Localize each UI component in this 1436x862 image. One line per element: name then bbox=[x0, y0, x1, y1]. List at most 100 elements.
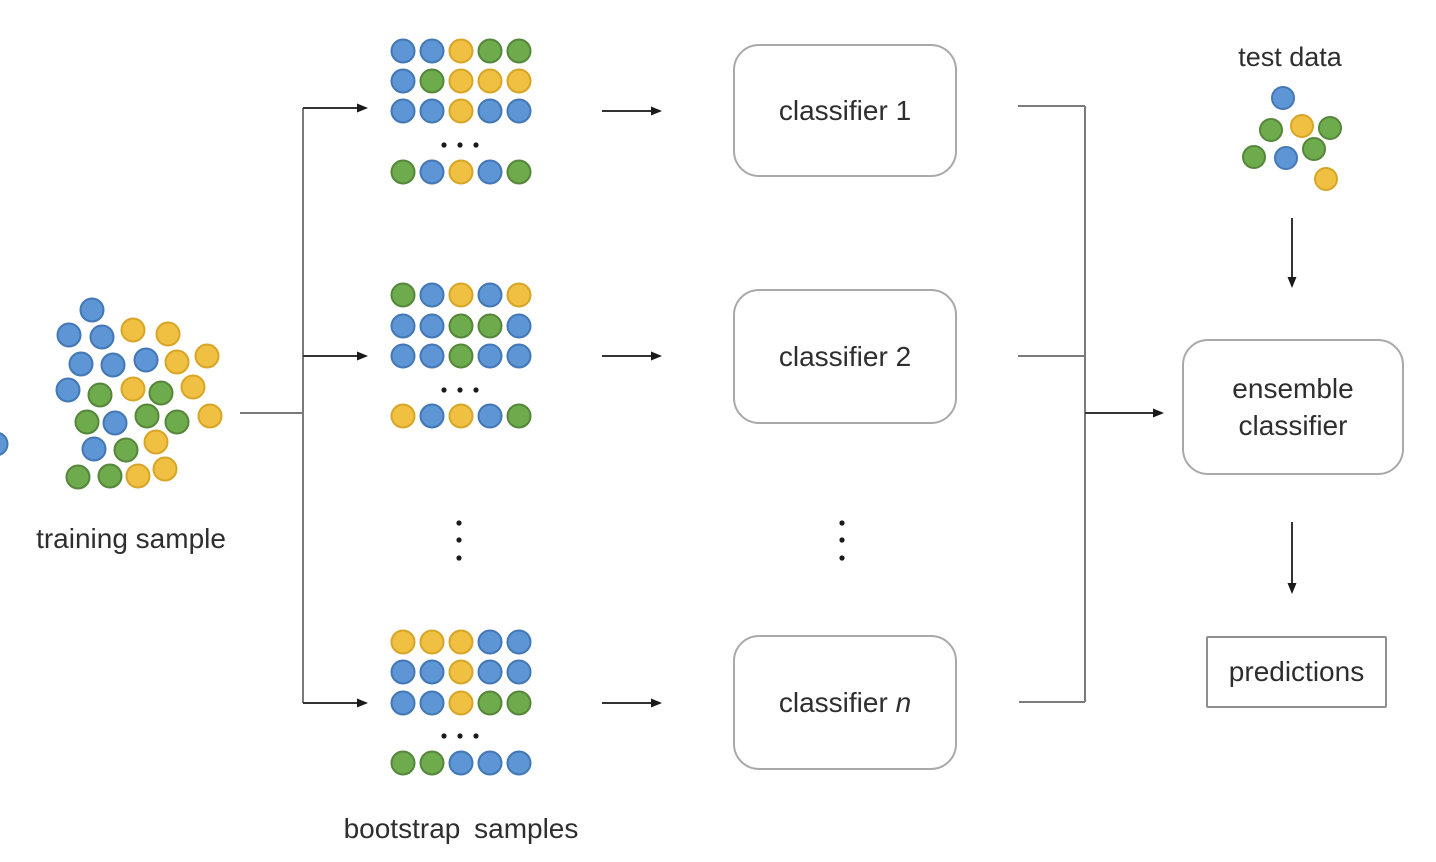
test-data-label: test data bbox=[1238, 42, 1342, 72]
bootstrap-dot bbox=[477, 98, 503, 124]
bootstrap-dot bbox=[419, 313, 445, 339]
training-dot bbox=[152, 456, 178, 482]
bootstrap-dot bbox=[506, 313, 532, 339]
training-dot bbox=[134, 403, 160, 429]
training-dot bbox=[120, 317, 146, 343]
bootstrap-dot bbox=[448, 659, 474, 685]
edge-dot bbox=[0, 432, 9, 456]
bootstrap-dot bbox=[390, 629, 416, 655]
predictions-label: predictions bbox=[1228, 656, 1365, 687]
training-dot bbox=[133, 347, 159, 373]
training-dot bbox=[74, 409, 100, 435]
vertical-ellipsis-dot bbox=[839, 537, 845, 543]
bootstrap-dot bbox=[390, 159, 416, 185]
row-ellipsis-dot bbox=[457, 733, 463, 739]
training-dot bbox=[89, 324, 115, 350]
bootstrap-dot bbox=[419, 690, 445, 716]
training-dot bbox=[164, 349, 190, 375]
bootstrap-dot bbox=[390, 690, 416, 716]
bootstrap-dot bbox=[506, 98, 532, 124]
training-dot bbox=[125, 463, 151, 489]
bootstrap-dot bbox=[419, 38, 445, 64]
classifier-2-box: classifier 2 bbox=[733, 289, 957, 424]
bootstrap-dot bbox=[390, 659, 416, 685]
bootstrap-dot bbox=[506, 38, 532, 64]
bootstrap-dot bbox=[419, 98, 445, 124]
bootstrap-dot bbox=[419, 343, 445, 369]
bootstrap-dot bbox=[390, 38, 416, 64]
test-dot bbox=[1290, 114, 1314, 138]
bootstrap-dot bbox=[506, 159, 532, 185]
row-ellipsis-dot bbox=[457, 142, 463, 148]
training-dot bbox=[55, 377, 81, 403]
test-dot bbox=[1242, 145, 1266, 169]
training-dot bbox=[79, 297, 105, 323]
bootstrap-dot bbox=[506, 68, 532, 94]
bootstrap-dot bbox=[448, 159, 474, 185]
bootstrap-dot bbox=[506, 282, 532, 308]
ensemble-classifier-box: ensemble classifier bbox=[1182, 339, 1404, 475]
bootstrap-dot bbox=[390, 403, 416, 429]
classifier-1-label: classifier 1 bbox=[778, 94, 912, 126]
bootstrap-samples-label: bootstrap samples bbox=[343, 813, 579, 844]
row-ellipsis-dot bbox=[441, 387, 447, 393]
bootstrap-dot bbox=[419, 403, 445, 429]
bootstrap-dot bbox=[419, 68, 445, 94]
bootstrap-dot bbox=[448, 403, 474, 429]
vertical-ellipsis-dot bbox=[456, 537, 462, 543]
bootstrap-dot bbox=[506, 403, 532, 429]
training-dot bbox=[100, 352, 126, 378]
bootstrap-dot bbox=[390, 750, 416, 776]
bootstrap-dot bbox=[390, 282, 416, 308]
bootstrap-dot bbox=[390, 68, 416, 94]
training-dot bbox=[113, 437, 139, 463]
row-ellipsis-dot bbox=[457, 387, 463, 393]
training-dot bbox=[120, 376, 146, 402]
bootstrap-dot bbox=[448, 38, 474, 64]
training-dot bbox=[56, 322, 82, 348]
training-dot bbox=[197, 403, 223, 429]
bootstrap-dot bbox=[477, 403, 503, 429]
training-dot bbox=[148, 380, 174, 406]
bootstrap-dot bbox=[506, 750, 532, 776]
test-dot bbox=[1274, 146, 1298, 170]
test-dot bbox=[1318, 116, 1342, 140]
bootstrap-dot bbox=[419, 629, 445, 655]
bootstrap-dot bbox=[448, 313, 474, 339]
bootstrap-dot bbox=[477, 750, 503, 776]
bootstrap-dot bbox=[448, 750, 474, 776]
predictions-box: predictions bbox=[1206, 636, 1387, 708]
row-ellipsis-dot bbox=[473, 387, 479, 393]
bootstrap-dot bbox=[477, 38, 503, 64]
training-dot bbox=[65, 464, 91, 490]
row-ellipsis-dot bbox=[473, 733, 479, 739]
bootstrap-dot bbox=[477, 282, 503, 308]
test-dot bbox=[1271, 86, 1295, 110]
bootstrap-dot bbox=[448, 629, 474, 655]
ensemble-label-line2: classifier bbox=[1238, 410, 1348, 441]
test-dot bbox=[1302, 137, 1326, 161]
training-dot bbox=[155, 321, 181, 347]
bootstrap-dot bbox=[390, 98, 416, 124]
training-dot bbox=[81, 436, 107, 462]
bootstrap-dot bbox=[419, 159, 445, 185]
training-dot bbox=[164, 409, 190, 435]
bootstrap-dot bbox=[477, 343, 503, 369]
ensemble-label-line1: ensemble bbox=[1232, 373, 1354, 404]
bootstrap-dot bbox=[477, 68, 503, 94]
training-dot bbox=[180, 374, 206, 400]
vertical-ellipsis-dot bbox=[839, 520, 845, 526]
bootstrap-dot bbox=[477, 313, 503, 339]
training-dot bbox=[194, 343, 220, 369]
classifier-2-label: classifier 2 bbox=[778, 340, 912, 372]
classifier-n-box: classifier n bbox=[733, 635, 957, 770]
training-dot bbox=[97, 463, 123, 489]
classifier-1-box: classifier 1 bbox=[733, 44, 957, 177]
bootstrap-dot bbox=[390, 343, 416, 369]
bootstrap-dot bbox=[477, 659, 503, 685]
test-dot bbox=[1259, 118, 1283, 142]
bootstrap-dot bbox=[448, 68, 474, 94]
vertical-ellipsis-dot bbox=[839, 555, 845, 561]
